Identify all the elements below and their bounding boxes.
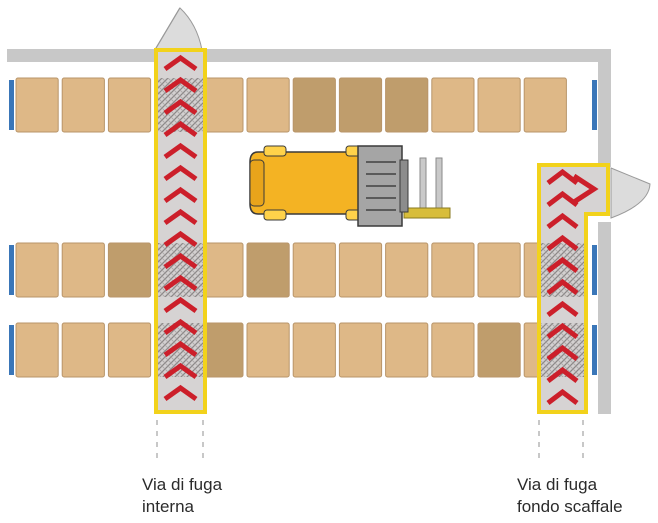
pallet (477, 77, 521, 133)
wall-top (7, 49, 611, 62)
pallet (385, 322, 429, 378)
wall-right-lower (598, 222, 611, 414)
pallet (61, 322, 105, 378)
chevron-arrow (163, 274, 198, 292)
chevron-arrow (546, 234, 579, 251)
route-guide-lines (156, 420, 584, 462)
pallet (292, 77, 336, 133)
rack-upright (592, 245, 597, 295)
rack-rows (9, 77, 597, 378)
caption-internal-line1: Via di fuga (142, 475, 223, 494)
chevron-arrow (163, 142, 198, 160)
rack-upright (592, 325, 597, 375)
wall-right-upper (598, 49, 611, 167)
door-rack-end-route (610, 167, 651, 219)
chevron-arrow (546, 256, 579, 273)
chevron-arrow (163, 340, 198, 358)
door-internal-route (154, 7, 203, 51)
chevron-arrow (163, 362, 198, 380)
pallet (15, 77, 59, 133)
pallet (338, 322, 383, 378)
chevron-arrow (163, 208, 198, 226)
chevron-arrow (546, 366, 579, 383)
rack-row (9, 322, 597, 378)
chevron-arrow (163, 186, 198, 204)
pallet (200, 77, 244, 133)
pallet (15, 322, 59, 378)
caption-internal-escape-route: Via di fuga interna (142, 474, 222, 518)
pallet (292, 322, 336, 378)
pallet (61, 242, 105, 298)
caption-rack-end-line2: fondo scaffale (517, 497, 623, 516)
pallet (523, 77, 567, 133)
rack-upright (592, 80, 597, 130)
chevron-arrow (546, 168, 579, 185)
pallet (431, 322, 475, 378)
chevron-arrow (546, 190, 579, 207)
chevron-arrow (163, 164, 198, 182)
pallet (107, 242, 152, 298)
chevron-arrow (163, 230, 198, 248)
forklift-body (249, 151, 363, 215)
rack-row (9, 242, 597, 298)
chevron-arrow (546, 344, 579, 361)
mast (399, 159, 409, 213)
caption-rack-end-escape-route: Via di fuga fondo scaffale (517, 474, 623, 518)
caption-internal-line2: interna (142, 497, 194, 516)
rack-crossing-hatch (158, 243, 203, 297)
pallet (246, 242, 290, 298)
chevron-arrow (163, 296, 198, 314)
escape-route-internal (154, 48, 207, 414)
chevron-arrow (163, 384, 198, 402)
pallet (61, 77, 105, 133)
fork-lower (435, 157, 443, 217)
chevron-arrow (163, 120, 198, 138)
pallet (246, 322, 290, 378)
rack-upright (9, 80, 14, 130)
pallet (200, 322, 244, 378)
pallet (477, 322, 521, 378)
pallet (107, 322, 152, 378)
chevron-arrow (546, 388, 579, 405)
pallet (385, 77, 429, 133)
chevron-arrow (546, 278, 579, 295)
chevron-arrow (546, 300, 579, 317)
pallet (431, 77, 475, 133)
pallet (338, 77, 383, 133)
pallet (246, 77, 290, 133)
pallet (385, 242, 429, 298)
rack-upright (9, 245, 14, 295)
chevron-arrow (163, 54, 198, 72)
caption-rack-end-line1: Via di fuga (517, 475, 598, 494)
pallet (200, 242, 244, 298)
wheel-rear-bottom (263, 209, 287, 221)
wheel-rear-top (263, 145, 287, 157)
escape-routes (154, 48, 610, 414)
chevron-arrow (163, 98, 198, 116)
fork-upper (419, 157, 427, 217)
pallet (292, 242, 336, 298)
chevron-arrow (163, 252, 198, 270)
fork-carriage (403, 207, 451, 219)
chevron-arrow (546, 322, 579, 339)
chevron-arrow (572, 173, 599, 205)
pallet (477, 242, 521, 298)
pallet (15, 242, 59, 298)
chevron-arrow (163, 76, 198, 94)
pallet (431, 242, 475, 298)
chevron-arrow (546, 212, 579, 229)
escape-route-rack-end (537, 163, 610, 414)
pallet (338, 242, 383, 298)
rack-upright (9, 325, 14, 375)
chevron-arrow (163, 318, 198, 336)
forklift (249, 145, 451, 227)
counterweight (249, 159, 265, 207)
cab-grille (366, 161, 396, 211)
rack-row (9, 77, 597, 133)
pallet (107, 77, 152, 133)
